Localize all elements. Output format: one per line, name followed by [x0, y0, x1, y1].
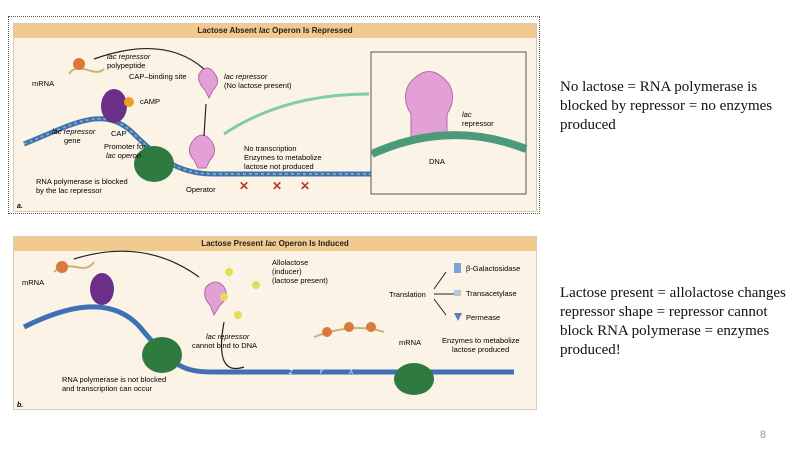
allolactose-1 — [225, 268, 233, 276]
label-enzyme-2: Transacetylase — [466, 289, 517, 298]
label-promoter-2: lac operon — [106, 151, 141, 160]
label-repressor-gene-1: lac repressor — [52, 127, 96, 136]
camp-molecule — [124, 97, 134, 107]
label-operator: Operator — [186, 185, 216, 194]
label-repressor-polypeptide-2: polypeptide — [107, 61, 145, 70]
panel-a-diagram: ✕ ✕ ✕ mRNA lac repressor polypeptide CAP… — [17, 47, 528, 210]
panel-b-diagram: mRNA Allolactose (inducer) (lactose pres… — [17, 250, 520, 409]
allolactose-2 — [252, 281, 260, 289]
label-enzyme-3: Permease — [466, 313, 500, 322]
arrow-enzyme-1 — [433, 271, 447, 290]
label-no-transcription-1: No transcription — [244, 144, 297, 153]
label-blocked-1: RNA polymerase is blocked — [36, 177, 128, 186]
block-mark-1: ✕ — [239, 179, 249, 193]
arrow-to-repressor-b — [73, 250, 200, 278]
ribosome-b — [56, 261, 68, 273]
cap-protein — [101, 89, 127, 123]
label-cap-binding-site: CAP–binding site — [129, 72, 187, 81]
label-inset-repressor-2: repressor — [462, 119, 494, 128]
ribosome-b-3 — [366, 322, 376, 332]
label-repressor-cannot-1: lac repressor — [206, 332, 250, 341]
enzyme-3-icon — [454, 313, 462, 321]
dna-strand-inner — [23, 117, 514, 175]
lac-repressor-bound — [188, 134, 216, 169]
page-number: 8 — [760, 429, 767, 441]
inset-repressor — [405, 71, 453, 140]
label-blocked-2: by the lac repressor — [36, 186, 102, 195]
panel-lactose-absent: Lactose Absent lac Operon Is Repressed ✕… — [13, 23, 537, 212]
label-repressor-cannot-2: cannot bind to DNA — [192, 341, 257, 350]
arrow-to-repressor — [93, 47, 205, 70]
lac-repressor-free — [198, 67, 219, 100]
note-lactose-present: Lactose present = allolactose changes re… — [560, 285, 786, 358]
label-lac-repressor-1: lac repressor — [224, 72, 268, 81]
selection-frame — [8, 16, 540, 214]
label-enzymes-made-1: Enzymes to metabolize — [442, 336, 520, 345]
ribosome-b-2 — [344, 322, 354, 332]
enzyme-2-icon — [454, 290, 461, 296]
label-mrna: mRNA — [32, 79, 54, 88]
label-not-blocked-1: RNA polymerase is not blocked — [62, 375, 166, 384]
block-mark-2: ✕ — [272, 179, 282, 193]
label-gene-z: Z — [288, 370, 293, 376]
label-lac-repressor-2: (No lactose present) — [224, 81, 292, 90]
ribosome-b-1 — [322, 327, 332, 337]
label-gene-y: Y — [319, 370, 324, 376]
label-repressor-gene-2: gene — [64, 136, 81, 145]
rna-polymerase-b2 — [394, 363, 434, 395]
mrna-strand — [68, 67, 105, 75]
ribosome-a — [73, 58, 85, 70]
label-translation: Translation — [389, 290, 426, 299]
label-allolactose-2: (inducer) — [272, 267, 302, 276]
panel-lactose-present: Lactose Present lac Operon Is Induced — [13, 236, 537, 410]
arrow-to-inset — [223, 92, 370, 136]
label-not-blocked-2: and transcription can occur — [62, 384, 153, 393]
dna-strand-b — [22, 304, 514, 375]
label-enzyme-1: β-Galactosidase — [466, 264, 520, 273]
panel-b-title: Lactose Present lac Operon Is Induced — [14, 237, 536, 251]
label-no-transcription-3: lactose not produced — [244, 162, 314, 171]
label-cap: CAP — [111, 129, 126, 138]
label-camp: cAMP — [140, 97, 160, 106]
panel-a-letter: a. — [17, 203, 23, 210]
label-repressor-polypeptide-1: lac repressor — [107, 52, 151, 61]
arrow-enzyme-3 — [433, 298, 447, 316]
arrow-to-operator — [203, 103, 207, 137]
cap-protein-b — [90, 273, 114, 305]
label-enzymes-made-2: lactose produced — [452, 345, 509, 354]
panel-a-title: Lactose Absent lac Operon Is Repressed — [14, 24, 536, 38]
label-dna: DNA — [429, 157, 445, 166]
inset-box — [370, 51, 527, 195]
allolactose-4 — [234, 311, 242, 319]
label-mrna-b2: mRNA — [399, 338, 421, 347]
label-no-transcription-2: Enzymes to metabolize — [244, 153, 322, 162]
label-allolactose-3: (lactose present) — [272, 276, 328, 285]
panel-b-letter: b. — [17, 402, 23, 409]
rna-polymerase — [134, 146, 174, 182]
note-no-lactose: No lactose = RNA polymerase is blocked b… — [560, 79, 773, 133]
allolactose-3 — [220, 293, 228, 301]
inset-dna — [370, 131, 528, 158]
block-mark-3: ✕ — [300, 179, 310, 193]
label-mrna-b: mRNA — [22, 278, 44, 287]
arrow-loop — [220, 321, 245, 370]
rna-polymerase-b — [142, 337, 182, 373]
label-promoter-1: Promoter for — [104, 142, 146, 151]
label-allolactose-1: Allolactose — [272, 258, 308, 267]
label-gene-a: A — [348, 370, 353, 376]
enzyme-1-icon — [454, 263, 461, 273]
label-inset-repressor-1: lac — [462, 110, 472, 119]
